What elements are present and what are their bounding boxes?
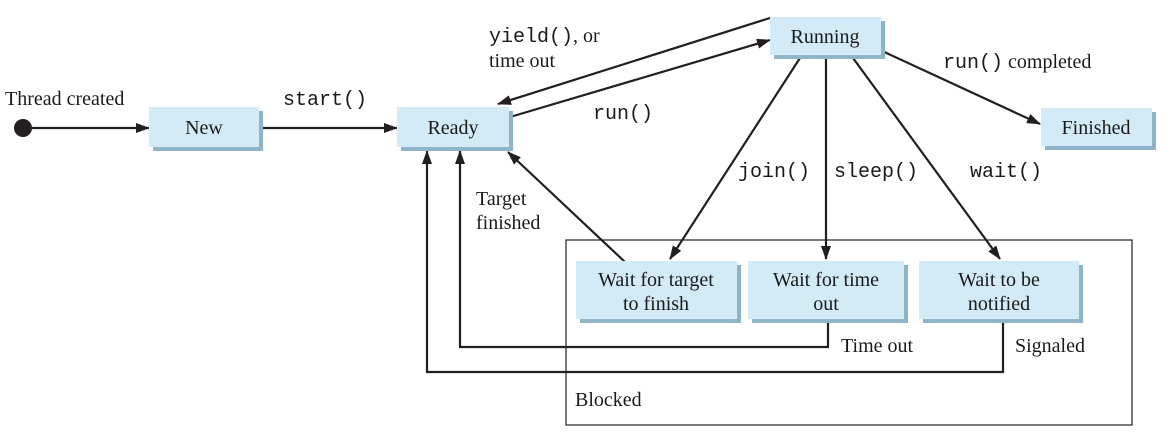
state-wait-for-time-out: Wait for time out (748, 261, 908, 323)
blocked-group-label: Blocked (575, 389, 642, 411)
start-node (14, 119, 32, 137)
yield-code: yield() (489, 26, 573, 49)
signaled-label: Signaled (1015, 335, 1085, 357)
state-finished-label: Finished (1062, 117, 1131, 139)
join-label: join() (738, 161, 810, 184)
yield-label: yield(), or (489, 25, 600, 49)
run-completed-code: run() (943, 52, 1003, 75)
state-running: Running (770, 17, 885, 59)
state-ready: Ready (397, 107, 513, 151)
state-new: New (149, 107, 263, 151)
time-out-line-label: time out (489, 50, 556, 72)
run-label: run() (593, 103, 653, 126)
edge-running-to-ready-yield (497, 16, 771, 106)
state-wait-for-target: Wait for target to finish (576, 261, 741, 323)
start-label: start() (283, 89, 367, 112)
wait-target-line-2: to finish (623, 293, 689, 315)
edge-running-to-finished (879, 49, 1041, 125)
blocked-group-frame (565, 239, 1133, 426)
time-out-label: Time out (841, 335, 914, 357)
edge-wait-notify-to-ready (422, 150, 1005, 374)
run-completed-label: run() completed (943, 51, 1091, 75)
target-label-line-2: finished (476, 212, 540, 234)
thread-created-label: Thread created (5, 88, 124, 110)
edge-running-to-wait-target (669, 57, 801, 260)
run-completed-rest: completed (1003, 51, 1091, 73)
state-ready-label: Ready (427, 117, 478, 139)
edge-ready-to-running-run (509, 38, 771, 119)
sleep-label: sleep() (834, 161, 918, 184)
state-wait-to-be-notified: Wait to be notified (919, 261, 1083, 323)
state-new-label: New (185, 117, 223, 139)
edge-running-to-wait-notify (852, 57, 1001, 260)
wait-target-line-1: Wait for target (598, 269, 714, 291)
wait-time-line-1: Wait for time (773, 269, 879, 291)
state-finished: Finished (1041, 108, 1156, 150)
edge-wait-time-to-ready (455, 150, 830, 349)
wait-notify-line-2: notified (968, 293, 1030, 315)
state-running-label: Running (791, 26, 860, 48)
yield-rest: , or (573, 25, 600, 47)
edge-wait-target-to-ready (507, 151, 626, 263)
wait-time-line-2: out (813, 293, 839, 315)
target-label-line-1: Target (476, 188, 527, 210)
wait-notify-line-1: Wait to be (958, 269, 1040, 291)
wait-label: wait() (970, 161, 1042, 184)
